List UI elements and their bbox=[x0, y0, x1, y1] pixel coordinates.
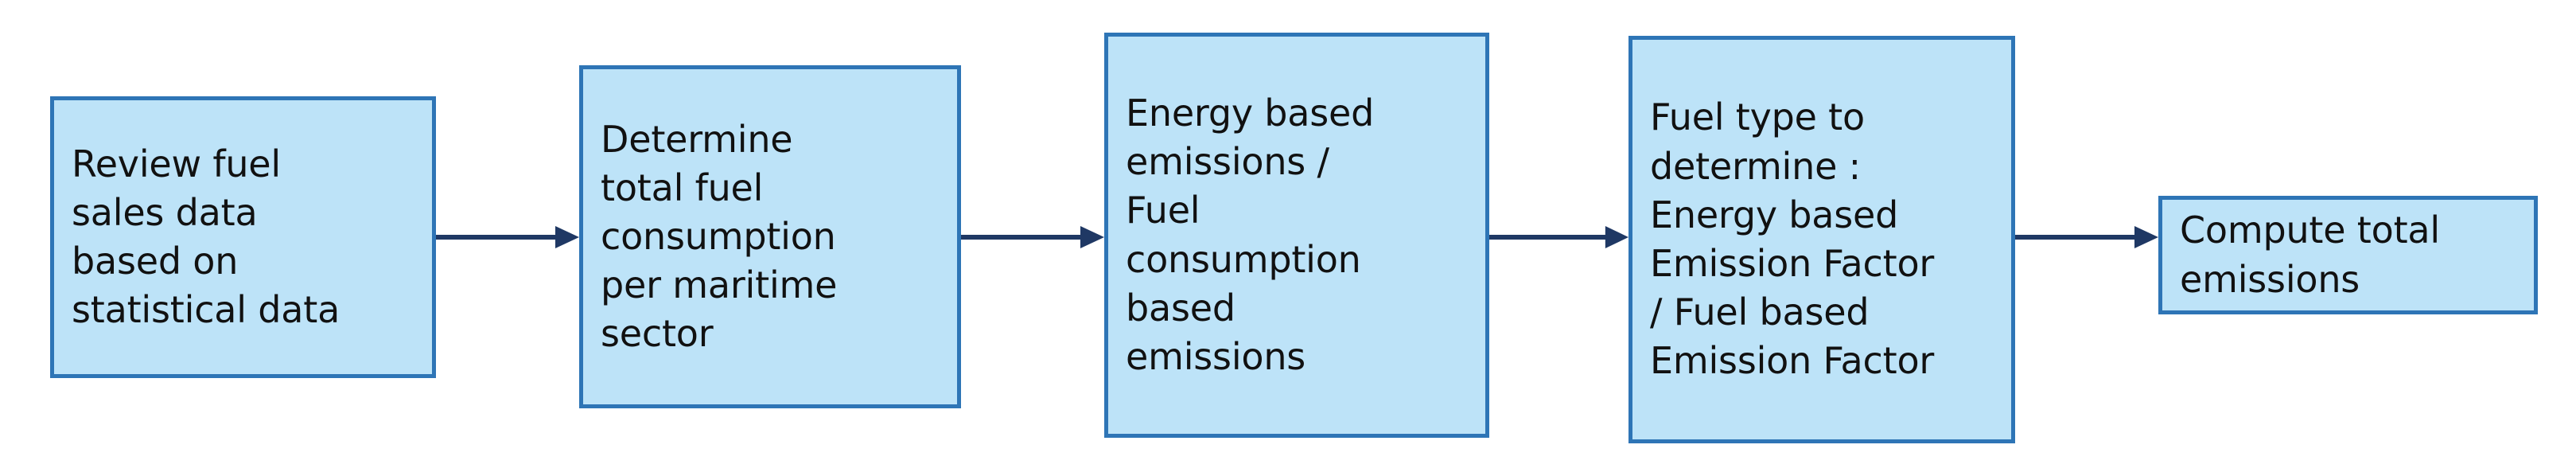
flow-node-energy-based-emissions[interactable]: Energy based emissions / Fuel consumptio… bbox=[1104, 33, 1489, 438]
flow-node-label: Determine total fuel consumption per mar… bbox=[601, 117, 838, 356]
flow-node-label: Fuel type to determine : Energy based Em… bbox=[1650, 96, 1935, 383]
flow-node-label: Compute total emissions bbox=[2180, 209, 2440, 301]
arrow-connector bbox=[1489, 221, 1628, 253]
flow-node-determine-total-fuel-consumption[interactable]: Determine total fuel consumption per mar… bbox=[579, 65, 961, 408]
flow-node-compute-total-emissions[interactable]: Compute total emissions bbox=[2158, 196, 2538, 314]
flow-node-label: Review fuel sales data based on statisti… bbox=[72, 142, 340, 332]
arrow-connector bbox=[961, 221, 1104, 253]
flow-node-review-fuel-sales-data[interactable]: Review fuel sales data based on statisti… bbox=[50, 96, 436, 378]
arrow-connector bbox=[2015, 221, 2158, 253]
arrow-connector bbox=[436, 221, 579, 253]
flow-node-fuel-type-emission-factor[interactable]: Fuel type to determine : Energy based Em… bbox=[1628, 36, 2015, 443]
flow-node-label: Energy based emissions / Fuel consumptio… bbox=[1126, 91, 1375, 378]
